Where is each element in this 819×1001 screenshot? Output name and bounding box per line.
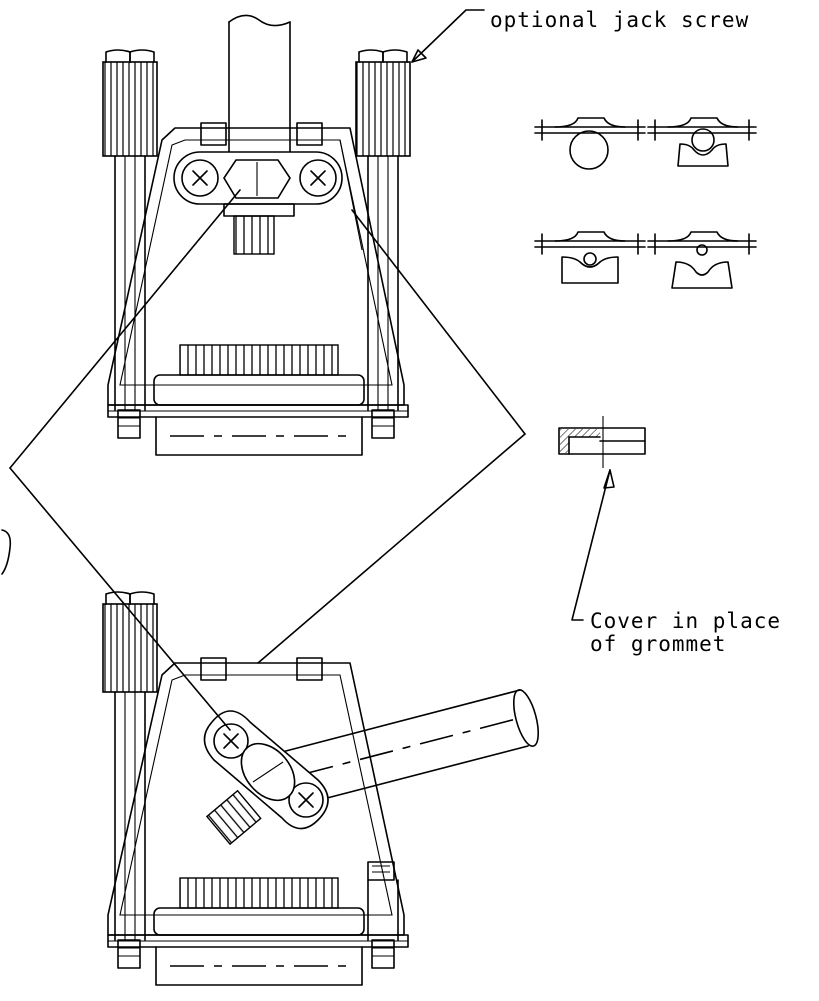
- bottom-cable-clamp: [203, 710, 329, 846]
- grommet-option-wide-notch: [647, 231, 757, 289]
- bottom-dsub-body: [107, 877, 409, 986]
- grommet-option-slot: [647, 117, 757, 167]
- top-dsub-body: [107, 344, 409, 456]
- top-cable-clamp: [173, 151, 343, 255]
- label-optional-jack-screw: optional jack screw: [490, 8, 749, 32]
- jack-screw-callout: optional jack screw: [411, 8, 749, 63]
- top-cable: [228, 14, 291, 169]
- bottom-connector-view: [102, 591, 540, 986]
- cover-callout-labels: Cover in place of grommet: [590, 609, 781, 656]
- grommet-options: [534, 117, 757, 289]
- bottom-left-jack-screw: [102, 591, 158, 969]
- label-cover-line1: Cover in place: [590, 609, 781, 633]
- bottom-cable: [281, 689, 540, 806]
- detail-callout-lines: [1, 189, 526, 731]
- grommet-option-small-notch: [534, 231, 646, 284]
- bottom-right-jack-screw: [367, 879, 399, 969]
- top-left-jack-screw: [102, 49, 158, 439]
- grommet-option-round: [534, 117, 646, 170]
- label-cover-line2: of grommet: [590, 632, 726, 656]
- cover-detail: [558, 416, 646, 621]
- top-right-jack-screw: [355, 49, 411, 439]
- top-connector-view: [102, 14, 411, 456]
